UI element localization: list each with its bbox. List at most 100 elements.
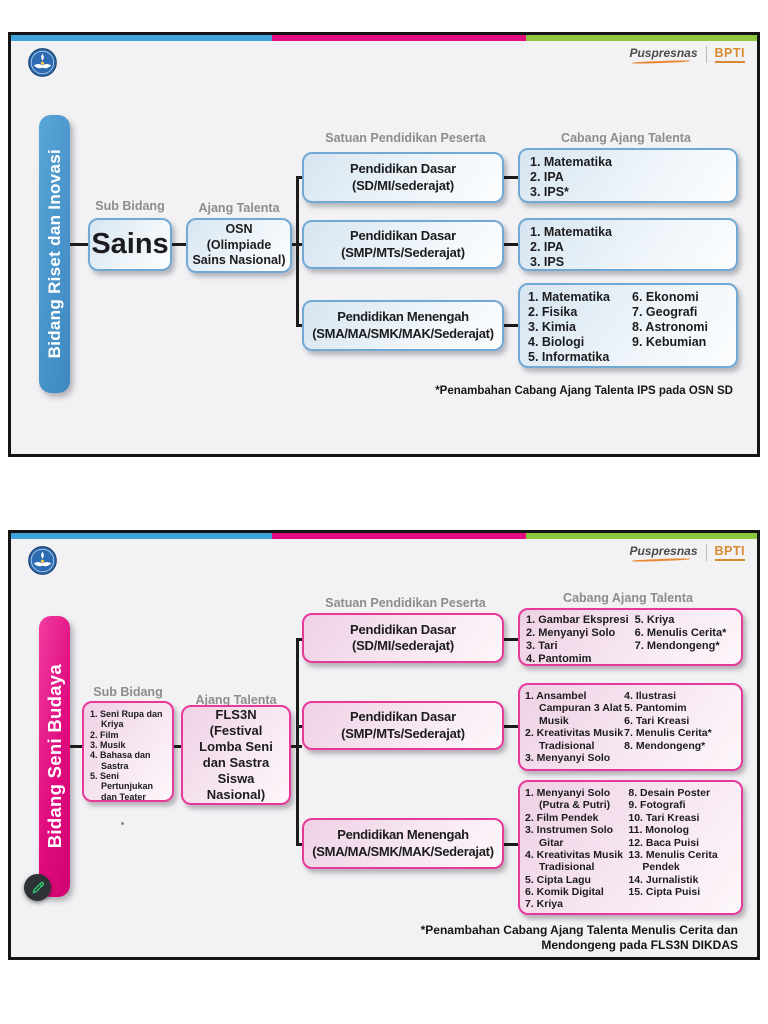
header-stripe: [11, 35, 757, 41]
footnote-seni: *Penambahan Cabang Ajang Talenta Menulis…: [420, 923, 738, 952]
list-item: 4. Ilustrasi: [624, 690, 677, 702]
list-item: 8. Astronomi: [632, 320, 708, 334]
list-item: 14. Jurnalistik: [628, 873, 699, 886]
list-item: 7. Kriya: [525, 898, 563, 911]
list-item: 7. Menulis Cerita*: [624, 727, 712, 740]
list-item: 8. Mendongeng*: [624, 739, 706, 752]
list-item: 2. IPA: [530, 170, 564, 184]
list-item: 1. Menyanyi Solo (Putra & Putri): [525, 787, 611, 812]
list-item: 13. Menulis Cerita Pendek: [628, 848, 718, 874]
ajang-talenta-label: Ajang Talenta: [195, 693, 277, 707]
list-item: 1. Matematika: [530, 225, 612, 239]
header-stripe: [11, 533, 757, 539]
list-item: 3. Musik: [90, 740, 126, 751]
list-item: 3. Kimia: [528, 320, 576, 334]
satuan-box-sma: Pendidikan Menengah (SMA/MA/SMK/MAK/Sede…: [302, 818, 504, 869]
satuan-box-sd: Pendidikan Dasar (SD/MI/sederajat): [302, 152, 504, 203]
cabang-list-sma-col1: 1. Menyanyi Solo (Putra & Putri)2. Film …: [525, 787, 628, 911]
list-item: 10. Tari Kreasi: [628, 811, 700, 824]
cabang-ajang-header: Cabang Ajang Talenta: [563, 591, 693, 605]
list-item: 15. Cipta Puisi: [628, 886, 701, 898]
list-item: 1. Matematika: [530, 155, 612, 169]
list-item: 1. Gambar Ekspresi: [526, 614, 629, 626]
connector-bar-sains: [70, 243, 88, 246]
satuan-box-sd: Pendidikan Dasar (SD/MI/sederajat): [302, 613, 504, 663]
kemdikbud-logo-icon: [28, 546, 57, 575]
list-item: 3. Menyanyi Solo: [525, 751, 611, 764]
stripe-magenta-segment: [272, 533, 526, 539]
list-item: 2. IPA: [530, 240, 564, 254]
ajang-fls3n-box: FLS3N (Festival Lomba Seni dan Sastra Si…: [181, 705, 291, 805]
list-item: 3. IPS*: [530, 185, 569, 199]
list-item: 4. Pantomim: [526, 652, 592, 665]
stray-dot: [121, 822, 124, 825]
ajang-talenta-label: Ajang Talenta: [198, 201, 280, 215]
sub-bidang-label: Sub Bidang: [95, 199, 165, 213]
connector-bar-subbidang: [70, 745, 82, 748]
list-item: 4. Biologi: [528, 335, 585, 349]
list-item: 5. Kriya: [634, 614, 675, 626]
list-item: 6. Komik Digital: [525, 886, 604, 898]
connector-sd-list: [504, 176, 518, 179]
sub-bidang-label: Sub Bidang: [93, 685, 163, 699]
list-item: 2. Film Pendek: [525, 811, 599, 824]
list-item: 8. Desain Poster: [628, 787, 711, 799]
list-item: 11. Monolog: [628, 824, 690, 837]
list-item: 6. Ekonomi: [632, 290, 699, 304]
connector-smp-list: [504, 243, 518, 246]
list-item: 9. Fotografi: [628, 799, 686, 812]
bpti-logo: BPTI: [714, 544, 745, 561]
bidang-riset-bar-label: Bidang Riset dan Inovasi: [44, 149, 64, 359]
list-item: 7. Geografi: [632, 305, 698, 319]
bpti-logo: BPTI: [714, 46, 745, 63]
list-item: 1. Matematika: [528, 290, 610, 304]
brand-divider: [705, 544, 707, 561]
list-item: 3. IPS: [530, 255, 565, 269]
satuan-pendidikan-header: Satuan Pendidikan Peserta: [325, 131, 486, 145]
cabang-list-sma: 1. Menyanyi Solo (Putra & Putri)2. Film …: [518, 780, 743, 915]
connector-subbidang-fls3n: [174, 745, 181, 748]
list-item: 4. Kreativitas Musik Tradisional: [525, 848, 624, 874]
stripe-blue-segment: [11, 533, 273, 539]
satuan-pendidikan-header: Satuan Pendidikan Peserta: [325, 596, 486, 610]
list-item: 3. Instrumen Solo Gitar: [525, 824, 614, 849]
cabang-ajang-header: Cabang Ajang Talenta: [561, 131, 691, 145]
list-item: 3. Tari: [526, 639, 558, 652]
connector-sma-list: [504, 843, 518, 846]
puspresnas-logo: Puspresnas: [629, 46, 697, 63]
satuan-box-smp: Pendidikan Dasar (SMP/MTs/Sederajat): [302, 701, 504, 750]
list-item: 6. Menulis Cerita*: [634, 626, 727, 639]
stripe-blue-segment: [11, 35, 273, 41]
list-item: 6. Tari Kreasi: [624, 714, 690, 727]
list-item: 5. Informatika: [528, 350, 610, 364]
branch-stub-row1: [296, 638, 302, 641]
list-item: 2. Fisika: [528, 305, 578, 319]
panel-bidang-riset-inovasi: Puspresnas BPTI Bidang Riset dan Inovasi…: [8, 32, 760, 457]
sub-bidang-sains-box: Sains: [88, 218, 172, 271]
brand-divider: [705, 46, 707, 63]
edit-annotation-button[interactable]: [24, 874, 51, 901]
list-item: 5. Pantomim: [624, 702, 687, 715]
header-brand-logos: Puspresnas BPTI: [629, 46, 745, 63]
list-item: 5. Seni Pertunjukan dan Teater: [90, 771, 154, 802]
list-item: 5. Cipta Lagu: [525, 873, 591, 886]
list-item: 12. Baca Puisi: [628, 836, 699, 849]
list-item: 2. Film: [90, 729, 119, 740]
branch-vertical-line: [296, 176, 299, 327]
list-item: 1. Ansambel Campuran 3 Alat Musik: [525, 690, 623, 727]
bidang-seni-bar-label: Bidang Seni Budaya: [43, 664, 65, 849]
ajang-osn-box: OSN (Olimpiade Sains Nasional): [186, 218, 292, 273]
connector-sd-list: [504, 638, 518, 641]
connector-sma-list: [504, 324, 518, 327]
